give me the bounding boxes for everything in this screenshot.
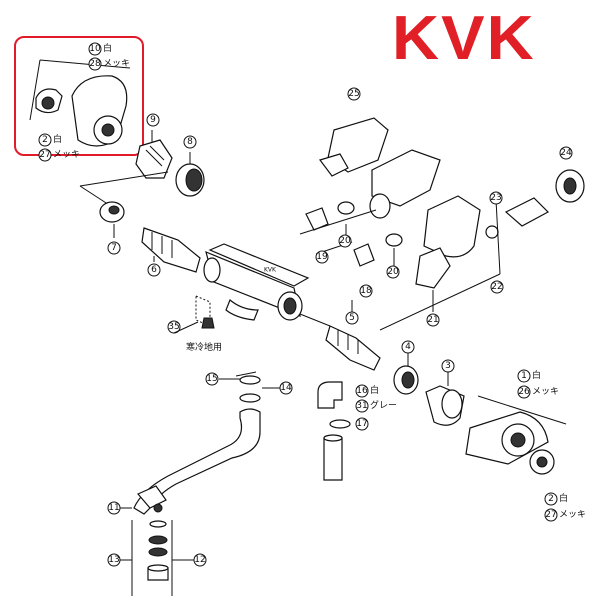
svg-text:9: 9 xyxy=(150,115,156,125)
callout-26: 26 xyxy=(517,385,531,399)
callout-21: 21 xyxy=(426,313,440,327)
svg-text:11: 11 xyxy=(108,503,119,513)
callout-11: 11 xyxy=(107,501,121,515)
label-plated-28: メッキ xyxy=(103,59,130,69)
callout-17: 17 xyxy=(355,417,369,431)
svg-text:7: 7 xyxy=(111,243,117,253)
svg-text:20: 20 xyxy=(339,236,351,246)
callout-16: 16 xyxy=(355,384,369,398)
highlight-box xyxy=(14,36,144,156)
callout-2-top: 2 xyxy=(38,133,52,147)
svg-text:13: 13 xyxy=(108,555,119,565)
callout-28: 28 xyxy=(88,57,102,71)
svg-text:28: 28 xyxy=(89,59,101,69)
parts-16-17 xyxy=(317,381,351,481)
part-35 xyxy=(195,295,215,329)
callout-4: 4 xyxy=(401,340,415,354)
callout-24: 24 xyxy=(559,146,573,160)
callout-31: 31 xyxy=(355,399,369,413)
svg-text:26: 26 xyxy=(518,387,530,397)
parts-8-9 xyxy=(135,130,205,197)
label-plated-27-right: メッキ xyxy=(559,510,586,520)
callout-5: 5 xyxy=(345,311,359,325)
cap-group-top-left xyxy=(29,59,131,147)
upper-right-assembly xyxy=(299,117,585,331)
svg-text:21: 21 xyxy=(427,315,438,325)
label-cold-region: 寒冷地用 xyxy=(186,341,222,353)
svg-text:6: 6 xyxy=(151,265,157,275)
callout-13: 13 xyxy=(107,553,121,567)
svg-text:2: 2 xyxy=(548,494,554,504)
valve-body: KVK xyxy=(203,243,310,321)
callout-23: 23 xyxy=(489,191,503,205)
label-white-10: 白 xyxy=(103,42,112,54)
svg-text:5: 5 xyxy=(349,313,355,323)
svg-text:31: 31 xyxy=(356,401,367,411)
svg-text:15: 15 xyxy=(206,374,217,384)
svg-text:25: 25 xyxy=(348,89,359,99)
callout-2-right: 2 xyxy=(544,492,558,506)
callout-27-top: 27 xyxy=(38,148,52,162)
svg-text:3: 3 xyxy=(445,361,451,371)
svg-text:27: 27 xyxy=(39,150,50,160)
callout-8: 8 xyxy=(183,135,197,149)
label-white-16: 白 xyxy=(370,384,379,396)
callout-9: 9 xyxy=(146,113,160,127)
label-plated-27-top: メッキ xyxy=(53,150,80,160)
callout-14: 14 xyxy=(279,381,293,395)
parts-6-7 xyxy=(79,171,201,273)
callout-10: 10 xyxy=(88,42,102,56)
label-plated-26: メッキ xyxy=(532,387,559,397)
handle-right xyxy=(465,395,567,475)
svg-text:18: 18 xyxy=(360,286,372,296)
svg-text:KVK: KVK xyxy=(264,267,277,274)
svg-text:14: 14 xyxy=(280,383,292,393)
callouts: 10 28 2 27 9 8 7 6 35 25 24 23 20 19 20 … xyxy=(38,42,573,567)
svg-text:27: 27 xyxy=(545,510,556,520)
callout-1: 1 xyxy=(517,369,531,383)
label-white-2-top: 白 xyxy=(53,133,62,145)
aerator-stack xyxy=(131,503,169,596)
svg-text:17: 17 xyxy=(356,419,367,429)
svg-text:2: 2 xyxy=(42,135,48,145)
callout-22: 22 xyxy=(490,280,504,294)
callout-20b: 20 xyxy=(386,265,400,279)
kvk-logo: KVK xyxy=(392,4,536,73)
label-white-2-right: 白 xyxy=(559,492,568,504)
callout-20a: 20 xyxy=(338,234,352,248)
svg-text:22: 22 xyxy=(491,282,502,292)
callout-7: 7 xyxy=(107,241,121,255)
svg-text:10: 10 xyxy=(89,44,101,54)
callout-18: 18 xyxy=(359,284,373,298)
text-labels: 白 メッキ 白 メッキ 白 メッキ 白 メッキ 白 グレー 寒冷地用 xyxy=(53,42,586,520)
callout-6: 6 xyxy=(147,263,161,277)
callout-3: 3 xyxy=(441,359,455,373)
svg-text:16: 16 xyxy=(356,386,368,396)
spout-assembly xyxy=(133,371,261,515)
svg-text:20: 20 xyxy=(387,267,399,277)
svg-text:12: 12 xyxy=(194,555,205,565)
callout-25: 25 xyxy=(347,87,361,101)
svg-text:8: 8 xyxy=(187,137,193,147)
callout-12: 12 xyxy=(193,553,207,567)
callout-19: 19 xyxy=(315,250,329,264)
svg-text:19: 19 xyxy=(316,252,328,262)
label-white-1: 白 xyxy=(532,369,541,381)
callout-15: 15 xyxy=(205,372,219,386)
callout-27-right: 27 xyxy=(544,508,558,522)
svg-text:4: 4 xyxy=(405,342,411,352)
svg-text:24: 24 xyxy=(560,148,572,158)
svg-text:1: 1 xyxy=(521,371,527,381)
label-gray-31: グレー xyxy=(370,399,397,411)
parts-3-5 xyxy=(299,313,465,426)
svg-text:23: 23 xyxy=(490,193,501,203)
svg-text:35: 35 xyxy=(168,322,179,332)
leader-lines xyxy=(120,224,449,596)
